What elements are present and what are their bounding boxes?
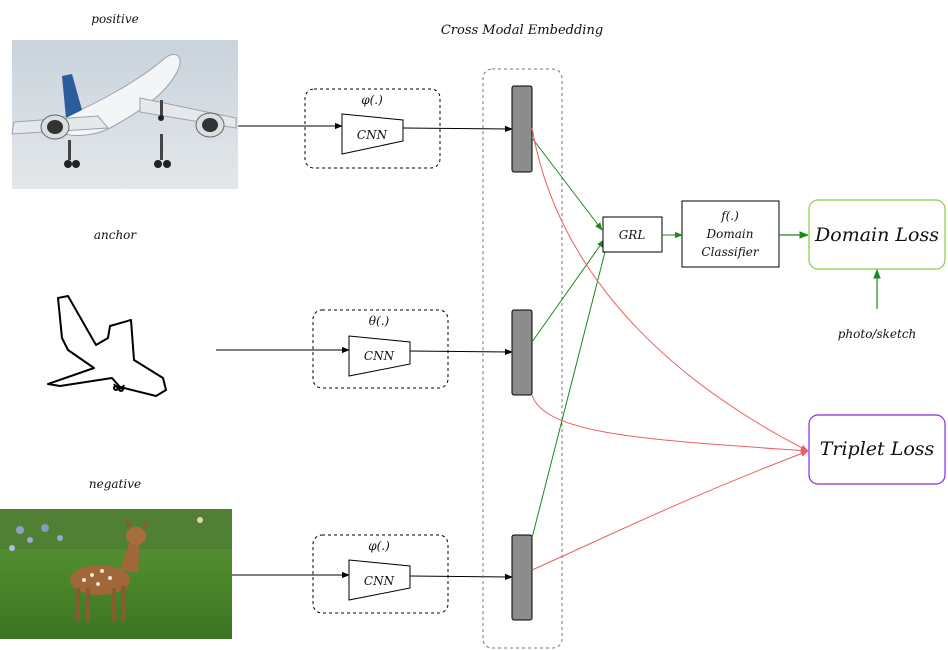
deer-photo-icon bbox=[0, 509, 232, 639]
embedding-bar-negative bbox=[511, 534, 533, 621]
branch-positive-param: φ(.) bbox=[361, 93, 383, 107]
cnn-label-anchor: CNN bbox=[364, 349, 395, 363]
red-arrow-negative-to-triplet bbox=[531, 450, 809, 571]
cnn-block-positive bbox=[341, 113, 404, 155]
diagram-title: Cross Modal Embedding bbox=[441, 23, 603, 38]
triplet-loss-box bbox=[808, 414, 946, 485]
branch-anchor: θ(.) CNN bbox=[312, 309, 449, 389]
embedding-bar-anchor bbox=[511, 309, 533, 396]
grl-box bbox=[602, 216, 663, 253]
domain-classifier-box bbox=[681, 200, 780, 268]
airplane-sketch-icon bbox=[47, 295, 167, 397]
embedding-container bbox=[482, 68, 563, 649]
negative-label: negative bbox=[89, 477, 141, 491]
domain-label-text: photo/sketch bbox=[838, 327, 917, 341]
branch-negative-param: φ(.) bbox=[368, 539, 390, 553]
cnn-label-negative: CNN bbox=[364, 574, 395, 588]
branch-anchor-param: θ(.) bbox=[369, 314, 390, 328]
anchor-to-embedding-arrow bbox=[409, 348, 513, 356]
domain-loss-box bbox=[808, 199, 946, 270]
classifier-line2: Domain bbox=[706, 227, 754, 241]
positive-label: positive bbox=[91, 12, 138, 26]
cnn-label-positive: CNN bbox=[357, 128, 388, 142]
classifier-function-label: f(.) bbox=[720, 209, 739, 223]
triplet-loss-label: Triplet Loss bbox=[820, 438, 935, 460]
branch-negative: φ(.) CNN bbox=[312, 534, 449, 614]
branch-negative-box bbox=[312, 534, 449, 614]
green-arrow-anchor-to-grl bbox=[531, 239, 605, 343]
cnn-block-anchor bbox=[348, 335, 411, 377]
red-arrow-positive-to-triplet bbox=[531, 127, 809, 452]
positive-to-embedding-arrow bbox=[402, 125, 513, 133]
negative-to-embedding-arrow bbox=[409, 573, 513, 581]
branch-positive: φ(.) CNN bbox=[304, 88, 441, 169]
embedding-bar-positive bbox=[511, 85, 533, 173]
classifier-line3: Classifier bbox=[701, 245, 759, 259]
cnn-block-negative bbox=[348, 559, 411, 601]
branch-anchor-box bbox=[312, 309, 449, 389]
green-arrow-negative-to-grl bbox=[531, 243, 609, 539]
red-arrow-anchor-to-triplet bbox=[531, 394, 809, 454]
grl-label: GRL bbox=[619, 228, 646, 242]
branch-positive-box bbox=[304, 88, 441, 169]
airplane-photo-icon bbox=[11, 40, 238, 189]
green-arrow-positive-to-grl bbox=[531, 137, 603, 231]
anchor-label: anchor bbox=[94, 228, 138, 242]
domain-loss-label: Domain Loss bbox=[814, 224, 939, 246]
